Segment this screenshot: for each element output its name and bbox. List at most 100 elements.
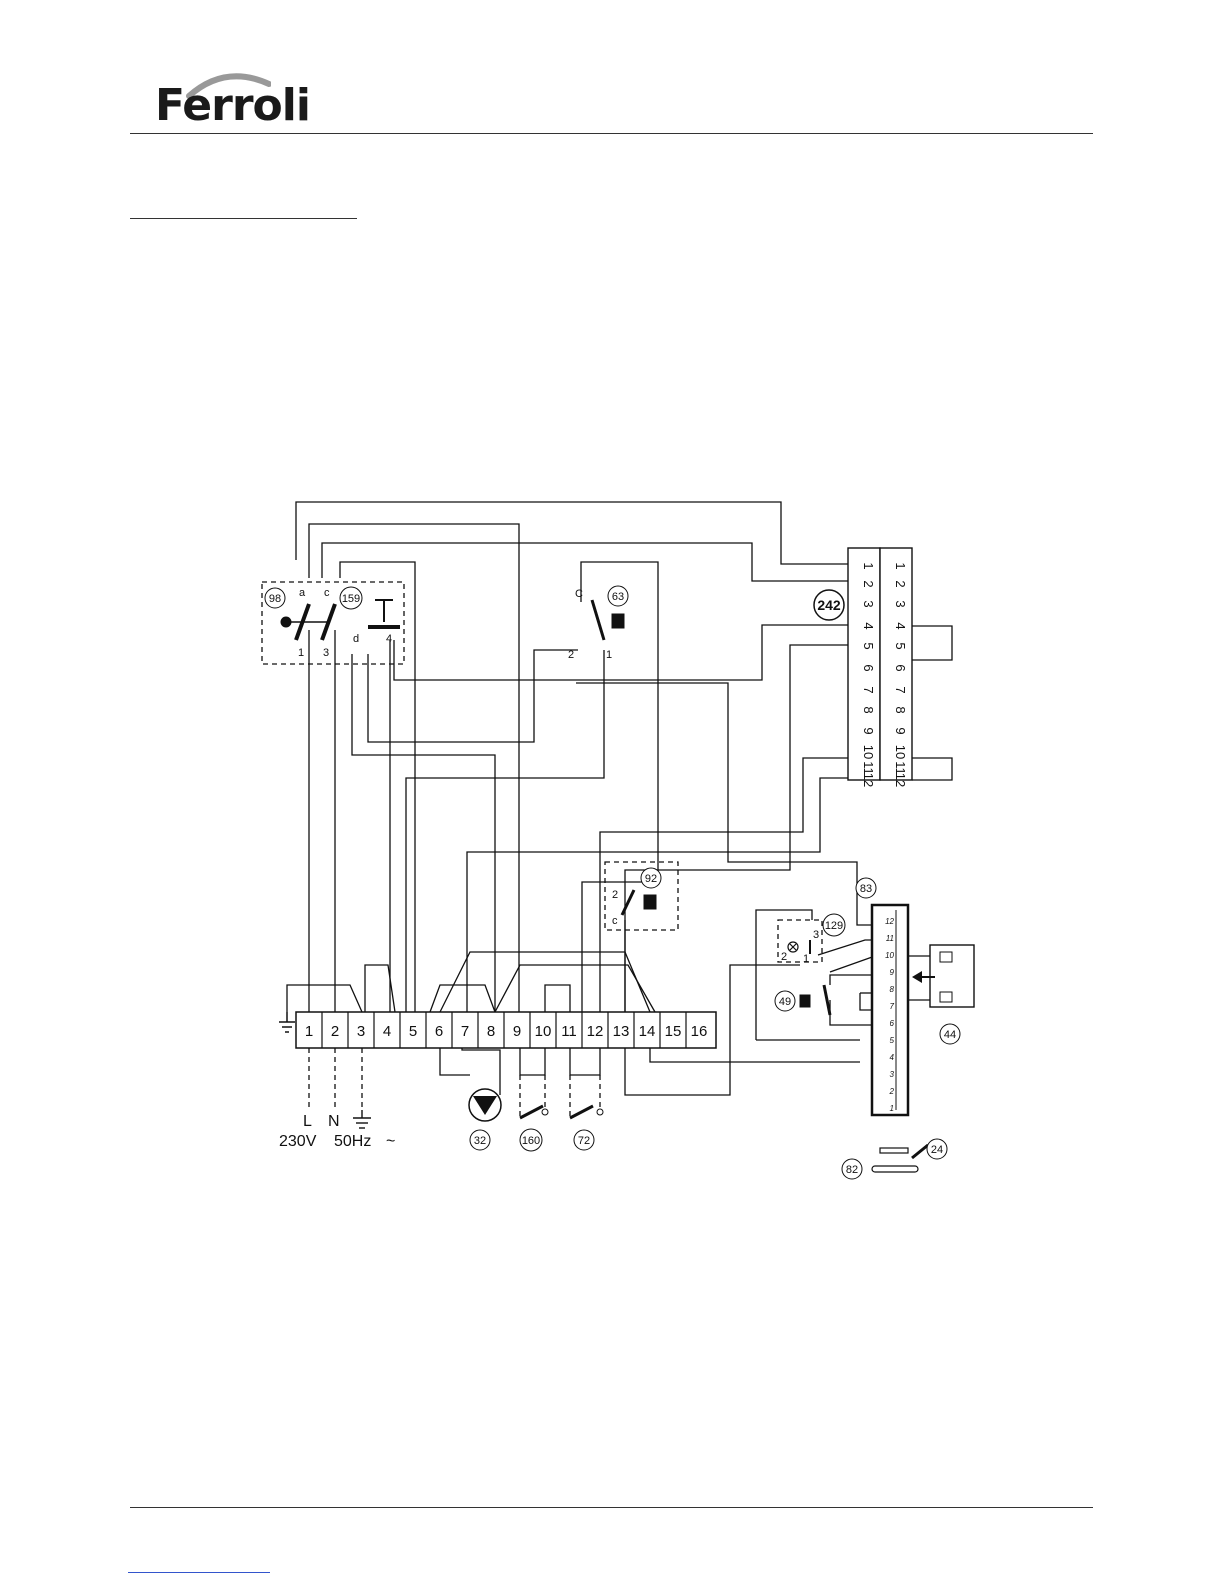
connector-242: 1 2 3 4 5 6 7 8 9 10 11 12 1 2 3 4 5 6 7… <box>848 548 952 787</box>
supply-frequency: 50Hz <box>334 1133 371 1150</box>
label-4: 4 <box>386 633 392 645</box>
terminal-4: 4 <box>383 1023 391 1040</box>
pin-right-8: 8 <box>893 706 908 713</box>
pin-left-10: 10 <box>861 745 876 759</box>
terminal-11: 11 <box>561 1023 577 1040</box>
terminal-14: 14 <box>639 1023 656 1040</box>
svg-text:63: 63 <box>612 591 624 603</box>
switch-49 <box>800 985 830 1015</box>
pin-left-3: 3 <box>861 600 876 607</box>
board-pin-2: 2 <box>889 1087 895 1096</box>
pin-right-3: 3 <box>893 600 908 607</box>
pin-right-4: 4 <box>893 622 908 629</box>
label-63-2: 2 <box>568 649 574 661</box>
pin-left-5: 5 <box>861 642 876 649</box>
svg-text:24: 24 <box>931 1144 943 1156</box>
badge-44: 44 <box>940 1024 960 1044</box>
badge-49: 49 <box>775 991 795 1011</box>
label-c: c <box>324 587 330 599</box>
supply-N: N <box>328 1113 340 1130</box>
label-3: 3 <box>323 647 329 659</box>
pin-left-9: 9 <box>861 727 876 734</box>
label-1: 1 <box>298 647 304 659</box>
external-switches <box>520 1106 603 1118</box>
terminal-13: 13 <box>613 1023 630 1040</box>
label-92-2: 2 <box>612 889 618 901</box>
gas-valve-44 <box>912 945 974 1007</box>
badge-129: 129 <box>823 914 845 936</box>
svg-text:82: 82 <box>846 1164 858 1176</box>
label-92-c: c <box>612 915 618 927</box>
board-pin-11: 11 <box>886 934 894 943</box>
svg-text:242: 242 <box>817 597 841 613</box>
pin-right-6: 6 <box>893 664 908 671</box>
terminal-9: 9 <box>513 1023 521 1040</box>
pin-left-7: 7 <box>861 686 876 693</box>
terminal-1: 1 <box>305 1023 313 1040</box>
pin-right-7: 7 <box>893 686 908 693</box>
terminal-2: 2 <box>331 1023 339 1040</box>
badge-63: 63 <box>608 586 628 606</box>
label-129-1: 1 <box>803 953 809 965</box>
board-83: 12 11 10 9 8 7 6 5 4 3 2 1 <box>872 905 928 1172</box>
board-pin-12: 12 <box>885 917 894 926</box>
badge-32: 32 <box>470 1130 490 1150</box>
svg-text:129: 129 <box>825 920 843 932</box>
badge-159: 159 <box>340 587 362 609</box>
svg-text:92: 92 <box>645 873 657 885</box>
label-63-c: C <box>575 588 583 600</box>
pin-left-12: 12 <box>861 773 876 787</box>
label-d: d <box>353 633 359 645</box>
svg-text:72: 72 <box>578 1135 590 1147</box>
terminal-16: 16 <box>691 1023 708 1040</box>
svg-text:44: 44 <box>944 1029 956 1041</box>
board-pin-6: 6 <box>890 1019 895 1028</box>
supply-L: L <box>303 1113 312 1130</box>
sensor-129 <box>788 940 810 954</box>
board-pin-5: 5 <box>890 1036 895 1045</box>
badge-24: 24 <box>927 1139 947 1159</box>
terminal-5: 5 <box>409 1023 417 1040</box>
svg-text:32: 32 <box>474 1135 486 1147</box>
label-129-2: 2 <box>781 951 787 963</box>
switch-92 <box>622 890 656 915</box>
board-pin-3: 3 <box>890 1070 895 1079</box>
supply-ac: ~ <box>386 1133 395 1150</box>
pin-left-1: 1 <box>861 562 876 569</box>
label-129-3: 3 <box>813 929 819 941</box>
svg-text:49: 49 <box>779 996 791 1008</box>
svg-text:160: 160 <box>522 1135 540 1147</box>
terminal-15: 15 <box>665 1023 682 1040</box>
svg-text:159: 159 <box>342 593 360 605</box>
badge-82: 82 <box>842 1159 862 1179</box>
supply-ground-icon <box>353 1110 371 1128</box>
pin-right-2: 2 <box>893 580 908 587</box>
badge-160: 160 <box>520 1129 542 1151</box>
terminal-12: 12 <box>587 1023 604 1040</box>
supply-voltage: 230V <box>279 1133 317 1150</box>
badge-72: 72 <box>574 1130 594 1150</box>
pin-right-1: 1 <box>893 562 908 569</box>
board-pin-1: 1 <box>890 1104 894 1113</box>
pin-left-4: 4 <box>861 622 876 629</box>
pump-32-icon <box>469 1089 501 1121</box>
board-pin-4: 4 <box>890 1053 895 1062</box>
switch-98-159 <box>281 600 400 640</box>
pin-left-6: 6 <box>861 664 876 671</box>
pin-right-10: 10 <box>893 745 908 759</box>
svg-text:83: 83 <box>860 883 872 895</box>
ground-icon <box>279 1012 295 1032</box>
pin-right-12: 12 <box>893 773 908 787</box>
badge-98: 98 <box>265 588 285 608</box>
terminal-10: 10 <box>535 1023 552 1040</box>
board-pin-7: 7 <box>890 1002 895 1011</box>
terminal-8: 8 <box>487 1023 495 1040</box>
board-pin-9: 9 <box>890 968 895 977</box>
label-a: a <box>299 587 306 599</box>
terminal-7: 7 <box>461 1023 469 1040</box>
board-pin-8: 8 <box>890 985 895 994</box>
pin-left-8: 8 <box>861 706 876 713</box>
label-63-1: 1 <box>606 649 612 661</box>
badge-92: 92 <box>641 868 661 888</box>
